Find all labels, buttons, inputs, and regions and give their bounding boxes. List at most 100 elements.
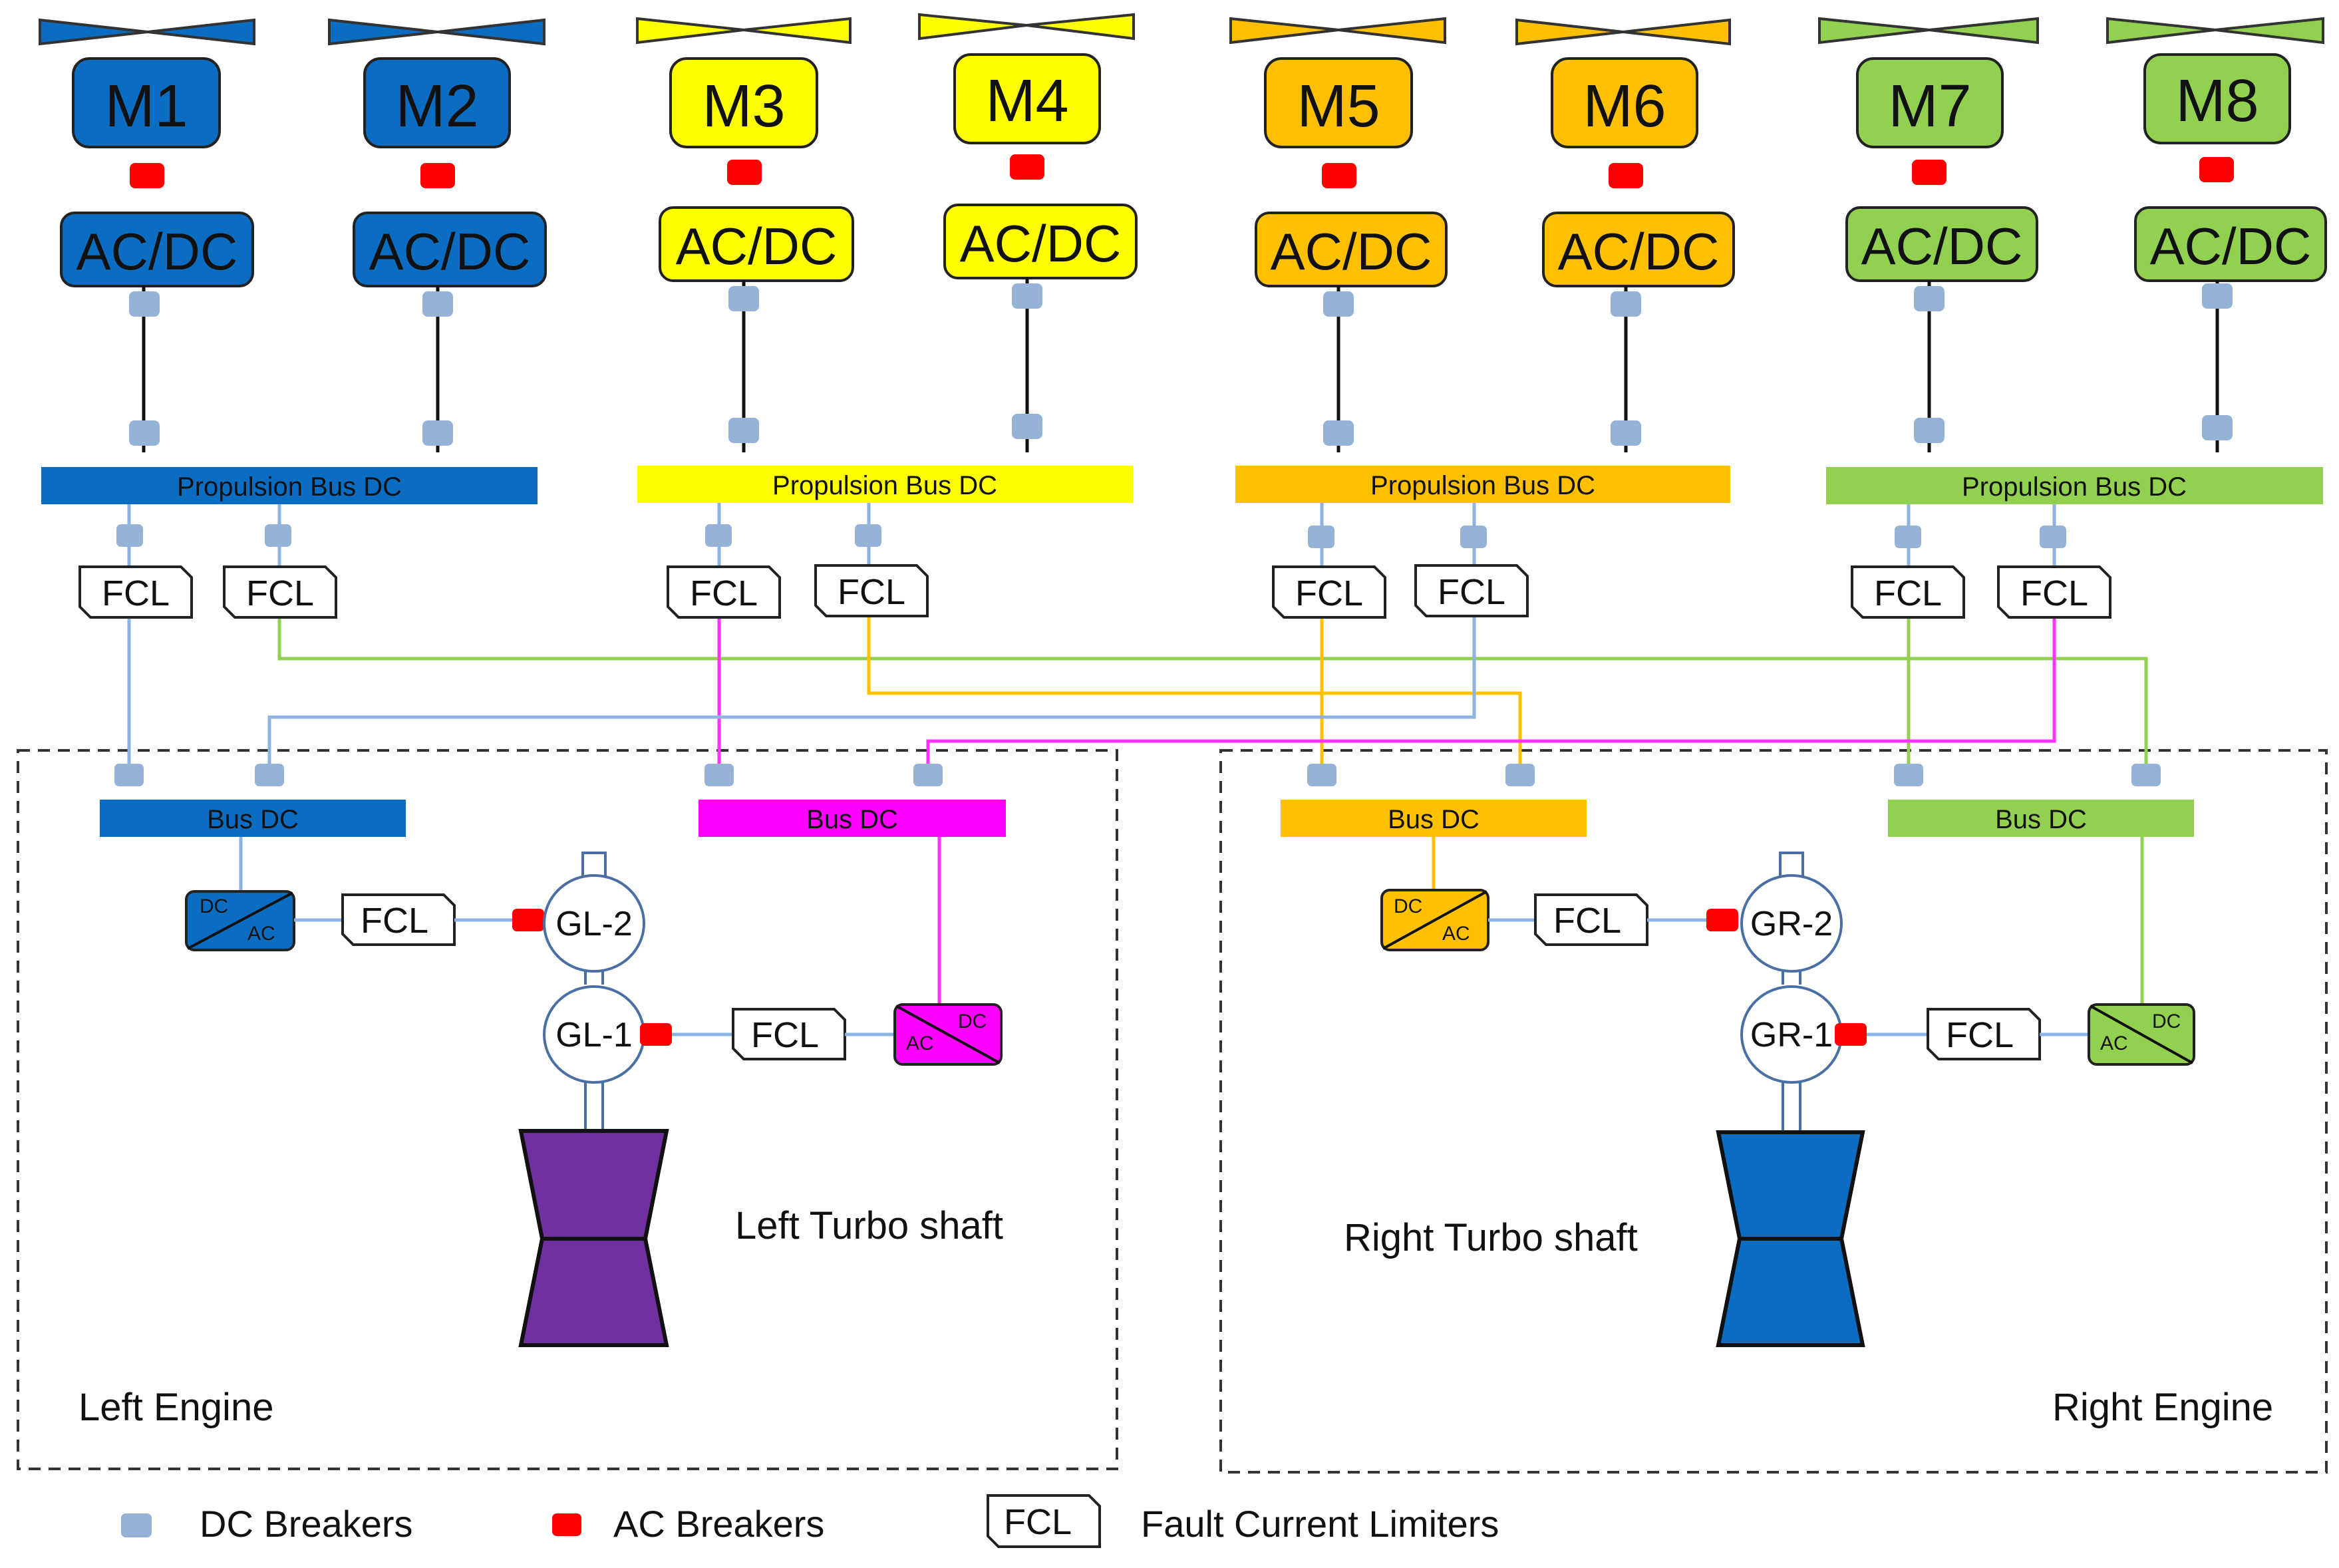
fcl-label: FCL (1874, 573, 1942, 613)
converter-label: AC/DC (2150, 217, 2312, 275)
dc-breaker (129, 291, 160, 317)
converter-terminal-dc: DC (200, 895, 228, 917)
fcl-left-top (341, 893, 456, 946)
legend-dc-breaker-swatch (121, 1513, 152, 1537)
converter-terminal-ac: AC (1442, 923, 1470, 945)
dc-breaker (913, 764, 943, 786)
dc-breaker (114, 764, 144, 786)
motor-column-m1: M1 AC/DC (39, 18, 255, 452)
legend-fcl-label: FCL (1004, 1502, 1072, 1542)
dc-breaker (1012, 414, 1042, 439)
right-engine-title: Right Engine (2052, 1386, 2273, 1429)
engine-bus-label: Bus DC (806, 805, 898, 834)
legend-fault-current-limiters-label: Fault Current Limiters (1141, 1503, 1499, 1545)
generator-label: GL-2 (555, 905, 633, 943)
fcl-label: FCL (2020, 573, 2088, 613)
propulsion-bus-label: Propulsion Bus DC (1370, 471, 1595, 500)
fcl-label: FCL (361, 901, 428, 941)
left-engine-internals: DC AC FCL GL-2 GL-1 FCL AC DC Left Turbo… (78, 837, 1003, 1429)
fcl-row: FCL FCL FCL FCL FCL FCL FCL FCL (78, 564, 2111, 619)
motor-label: M4 (985, 68, 1068, 134)
converter-label: AC/DC (1271, 222, 1432, 281)
generator-label: GL-1 (555, 1016, 633, 1054)
propeller-icon (1026, 13, 1135, 41)
dc-breaker (728, 418, 759, 443)
converter-terminal-dc: DC (958, 1011, 987, 1032)
link-fcl4-right-orange-bus (867, 617, 1522, 773)
left-engine-box (17, 749, 1118, 1470)
motor-m2 (363, 57, 511, 148)
dc-breaker (2202, 415, 2233, 440)
legend-ac-breaker-swatch (552, 1513, 581, 1536)
propulsion-bus-label: Propulsion Bus DC (772, 471, 997, 500)
propulsion-bus-yellow: Propulsion Bus DC (637, 466, 1133, 573)
right-turbo-shaft-label: Right Turbo shaft (1344, 1216, 1638, 1259)
motor-m7 (1856, 57, 2004, 148)
legend-fcl-symbol (987, 1494, 1101, 1548)
motor-m5 (1264, 57, 1413, 148)
motor-label: M7 (1888, 73, 1971, 140)
link-fcl2-right-green-bus (277, 617, 2148, 773)
ac-breaker (130, 163, 164, 188)
dc-breaker (1323, 291, 1354, 317)
propeller-icon (1818, 17, 1930, 45)
propeller-icon (39, 18, 148, 46)
fcl-right-bottom (1927, 1008, 2041, 1060)
ac-breaker (1609, 163, 1643, 188)
dc-breaker (704, 764, 734, 786)
dc-breaker (2131, 764, 2161, 786)
motor-m8 (2143, 53, 2291, 144)
motor-m1 (72, 57, 221, 148)
fcl-2 (223, 565, 337, 619)
right-engine-internals: DC AC FCL GR-2 GR-1 FCL AC DC Right Turb… (1344, 837, 2273, 1429)
ac-breaker (1322, 163, 1356, 188)
fcl-label: FCL (1295, 573, 1363, 613)
cross-connections (127, 617, 2148, 773)
propeller-icon (437, 18, 546, 46)
propeller-icon (1515, 18, 1624, 46)
converter-ac-dc (1542, 212, 1735, 287)
dc-breaker (1323, 420, 1354, 446)
converter-terminal-dc: DC (1394, 895, 1422, 917)
motor-column-m6: M6 AC/DC (1515, 18, 1735, 452)
fcl-label: FCL (102, 573, 170, 613)
ac-breaker (640, 1023, 672, 1046)
motor-m4 (953, 53, 1101, 144)
propeller-icon (147, 18, 255, 46)
generator-gr2 (1740, 874, 1843, 973)
turbo-shaft-left (518, 1129, 669, 1241)
propulsion-bus-blue: Propulsion Bus DC (41, 467, 538, 573)
left-engine-title: Left Engine (78, 1386, 273, 1429)
generator-label: GR-1 (1750, 1016, 1833, 1054)
motor-column-m8: M8 AC/DC (2106, 17, 2327, 452)
dc-breaker (855, 524, 881, 547)
generator-gl2 (543, 874, 645, 973)
engine-bus-blue (100, 800, 406, 837)
dc-breaker (1914, 418, 1945, 443)
ac-breaker (1010, 154, 1044, 180)
dc-breaker (422, 420, 453, 446)
dc-breaker (116, 524, 143, 547)
engine-bus-label: Bus DC (207, 805, 299, 834)
propeller-icon (918, 13, 1027, 41)
dc-breaker (1012, 283, 1042, 309)
motor-column-m3: M3 AC/DC (636, 17, 854, 452)
converter-terminal-ac: AC (2100, 1032, 2128, 1054)
propulsion-bus-orange: Propulsion Bus DC (1235, 466, 1730, 573)
right-engine-box (1219, 749, 2328, 1474)
motor-column-m5: M5 AC/DC (1229, 17, 1448, 452)
dc-breaker (1611, 291, 1641, 317)
fcl-label: FCL (690, 573, 758, 613)
converter-label: AC/DC (1558, 222, 1720, 281)
motor-label: M6 (1583, 73, 1666, 140)
converter-ac-dc (60, 212, 254, 287)
fcl-label: FCL (838, 572, 905, 612)
propeller-icon (1229, 17, 1339, 45)
motor-label: M1 (104, 73, 188, 140)
engine-bus-green (1888, 800, 2194, 837)
ac-breaker (1835, 1023, 1867, 1046)
motor-label: M3 (702, 73, 785, 140)
dc-breaker (728, 286, 759, 311)
converter-ac-dc (353, 212, 547, 287)
dc-breaker (1611, 420, 1641, 446)
